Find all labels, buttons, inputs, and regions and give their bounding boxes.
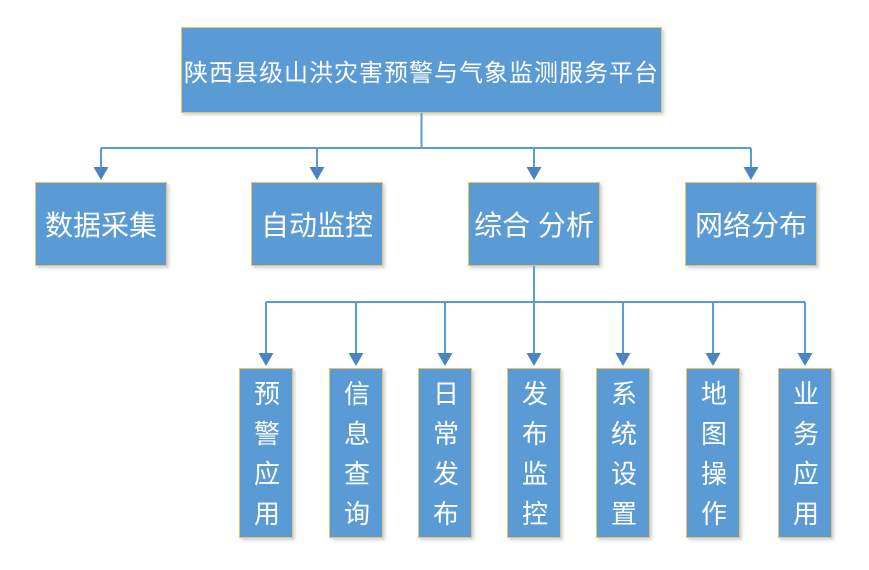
- node-system-settings: 系统设置: [596, 368, 650, 540]
- node-map-operations: 地图操作: [686, 368, 740, 540]
- node-platform-title: 陕西县级山洪灾害预警与气象监测服务平台: [181, 27, 662, 113]
- arrow-down-icon: [526, 167, 542, 180]
- node-label: 发布监控: [518, 380, 549, 540]
- arrow-down-icon: [309, 167, 325, 180]
- arrow-down-icon: [705, 353, 721, 366]
- node-comprehensive-analysis: 综合 分析: [468, 182, 600, 266]
- node-label: 业务应用: [789, 380, 820, 540]
- arrow-down-icon: [348, 353, 364, 366]
- node-label: 预警应用: [250, 380, 281, 540]
- node-warning-application: 预警应用: [239, 368, 293, 540]
- node-label: 系统设置: [607, 380, 638, 540]
- node-business-application: 业务应用: [778, 368, 832, 540]
- node-network-distribution: 网络分布: [685, 182, 817, 266]
- arrow-down-icon: [258, 353, 274, 366]
- connector-tree-level2: [258, 266, 813, 366]
- arrow-down-icon: [437, 353, 453, 366]
- node-label: 信息查询: [340, 380, 371, 540]
- arrow-down-icon: [93, 167, 109, 180]
- arrow-down-icon: [615, 353, 631, 366]
- connector-tree-level1: [93, 113, 759, 180]
- arrow-down-icon: [743, 167, 759, 180]
- node-auto-monitoring: 自动监控: [251, 182, 383, 266]
- arrow-down-icon: [797, 353, 813, 366]
- node-release-monitoring: 发布监控: [507, 368, 561, 540]
- node-daily-release: 日常发布: [418, 368, 472, 540]
- node-label: 地图操作: [697, 380, 728, 540]
- node-label: 日常发布: [429, 380, 460, 540]
- arrow-down-icon: [526, 353, 542, 366]
- node-data-collection: 数据采集: [35, 182, 167, 266]
- node-information-query: 信息查询: [329, 368, 383, 540]
